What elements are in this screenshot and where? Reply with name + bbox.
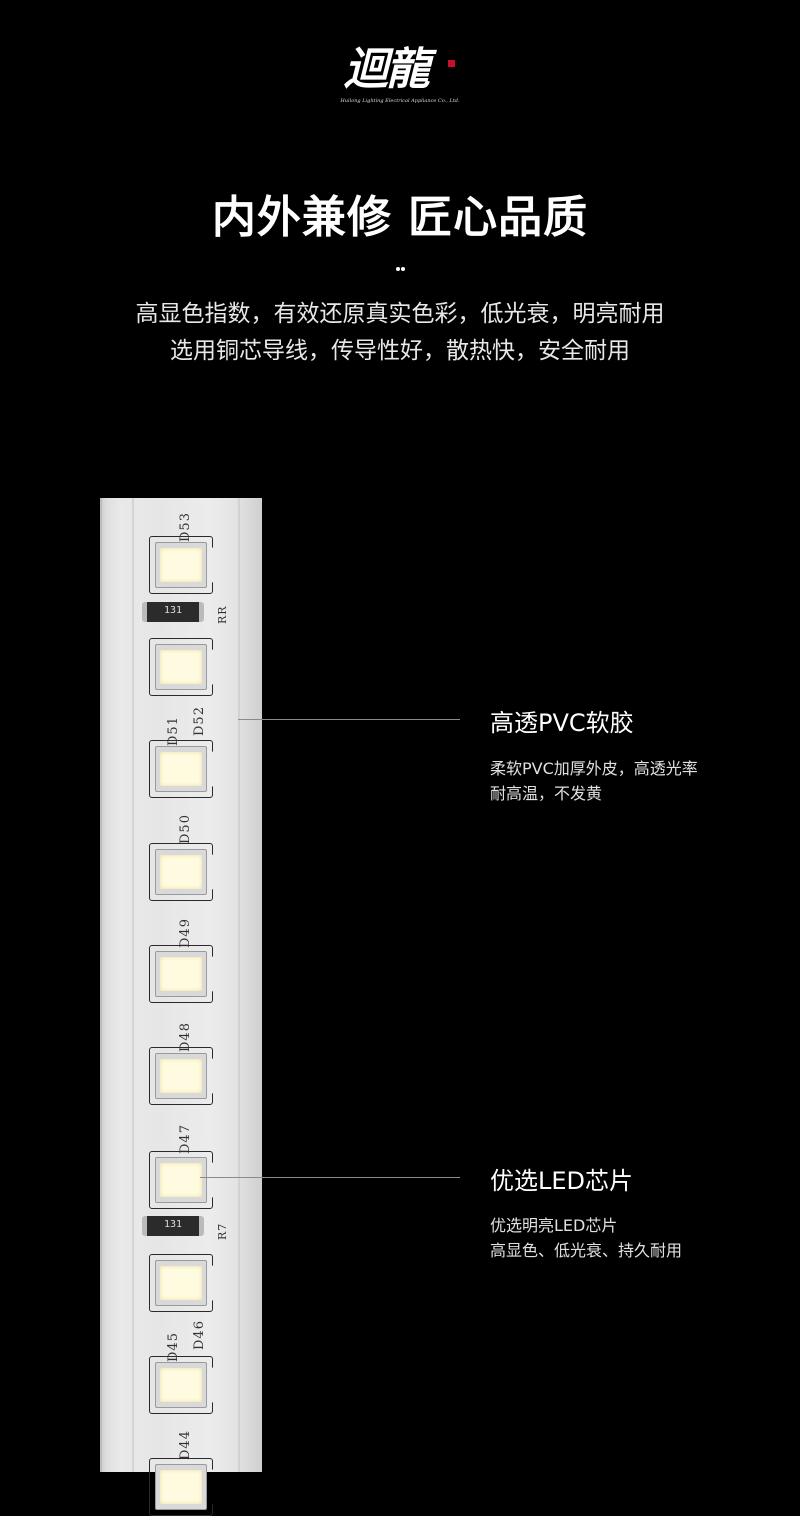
led-chip: [149, 1254, 213, 1312]
callout-line-pvc: [238, 719, 460, 720]
label-d49: D49: [178, 918, 193, 948]
led-chip: [149, 1047, 213, 1105]
callout-text-led-2: 高显色、低光衰、持久耐用: [490, 1241, 683, 1260]
label-rr: RR: [216, 605, 229, 624]
callout-line-led: [200, 1177, 460, 1178]
callout-title-led: 优选LED芯片: [490, 1167, 634, 1195]
callout-text-pvc-2: 耐高温，不发黄: [490, 784, 603, 803]
led-strip-image: D53 131 RR D51 D52 D50 D49 D48 D47 131 R…: [100, 498, 262, 1516]
led-chip: [149, 1151, 213, 1209]
led-chip: [149, 843, 213, 901]
resistor: 131: [142, 1216, 204, 1236]
subtitle-line-1: 高显色指数，有效还原真实色彩，低光衰，明亮耐用: [135, 301, 665, 327]
label-r7: R7: [216, 1222, 229, 1240]
brand-logo: 迴龍: [330, 40, 470, 112]
logo-mark: 迴龍: [344, 44, 430, 95]
led-chip: [149, 945, 213, 1003]
callout-text-led-1: 优选明亮LED芯片: [490, 1216, 618, 1235]
led-chip: [149, 1458, 213, 1516]
subtitle-line-2: 选用铜芯导线，传导性好，散热快，安全耐用: [170, 338, 630, 364]
led-chip: [149, 638, 213, 696]
led-chip: [149, 536, 213, 594]
led-chip: [149, 740, 213, 798]
logo-subtitle: Huilong Lighting Electrical Appliance Co…: [340, 98, 460, 104]
resistor: 131: [142, 602, 204, 622]
divider-dots: [396, 267, 405, 271]
label-d44: D44: [178, 1430, 193, 1460]
label-d47: D47: [178, 1124, 193, 1154]
callout-text-pvc-1: 柔软PVC加厚外皮，高透光率: [490, 759, 698, 778]
label-d52: D52: [192, 706, 207, 736]
led-chip: [149, 1356, 213, 1414]
label-d50: D50: [178, 814, 193, 844]
callout-title-pvc: 高透PVC软胶: [490, 709, 634, 737]
page-headline: 内外兼修 匠心品质: [211, 192, 589, 243]
label-d46: D46: [192, 1320, 207, 1350]
logo-seal: [448, 60, 455, 67]
